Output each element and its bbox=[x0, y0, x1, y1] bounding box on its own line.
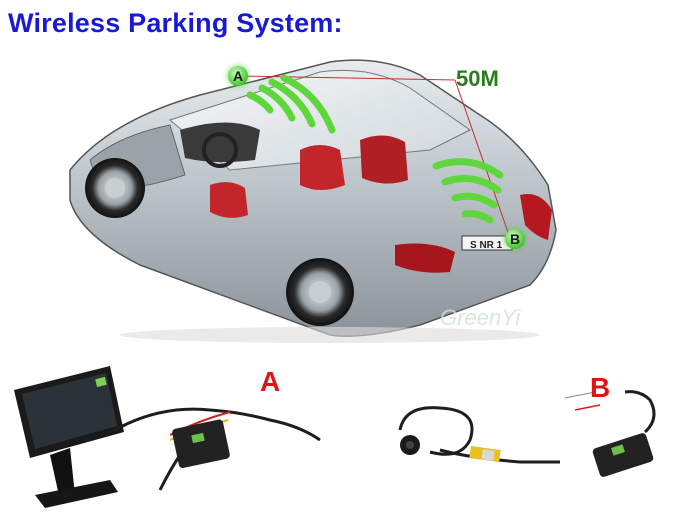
point-a-marker: A bbox=[228, 66, 248, 86]
signal-waves-a bbox=[246, 74, 336, 134]
kit-b-label: B bbox=[590, 372, 611, 403]
watermark: GreenYi bbox=[440, 305, 521, 330]
signal-waves-b bbox=[432, 158, 504, 224]
monitor-kit bbox=[14, 366, 321, 508]
point-b-marker: B bbox=[505, 229, 525, 249]
license-plate: S NR 1 bbox=[470, 240, 503, 251]
distance-line-down bbox=[454, 79, 511, 239]
distance-label: 50M bbox=[456, 66, 499, 91]
camera-kit bbox=[398, 390, 656, 477]
kit-a-label: A bbox=[260, 366, 281, 397]
distance-line bbox=[237, 75, 456, 81]
car-illustration bbox=[69, 59, 557, 343]
page-title: Wireless Parking System: bbox=[8, 8, 343, 38]
